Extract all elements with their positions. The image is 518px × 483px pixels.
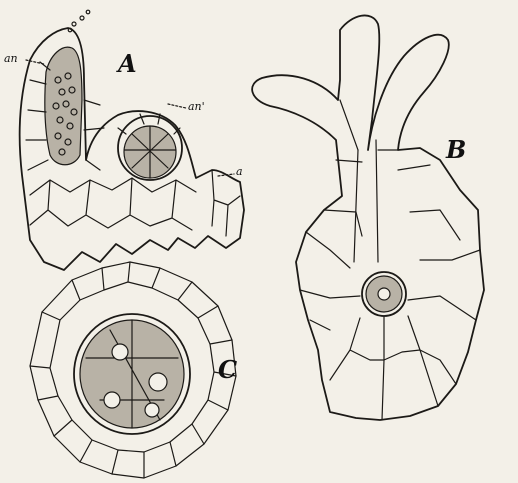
panel-a-drawing: an A an' a [4, 10, 244, 270]
panel-c-drawing: C [30, 262, 237, 478]
panel-b-drawing: B [252, 15, 484, 420]
label-a-small: a [236, 165, 243, 178]
label-an: an [4, 52, 18, 65]
label-panel-c: C [218, 355, 237, 384]
label-panel-a: A [116, 49, 137, 78]
label-panel-b: B [445, 135, 466, 164]
label-an-prime: an' [188, 100, 205, 113]
